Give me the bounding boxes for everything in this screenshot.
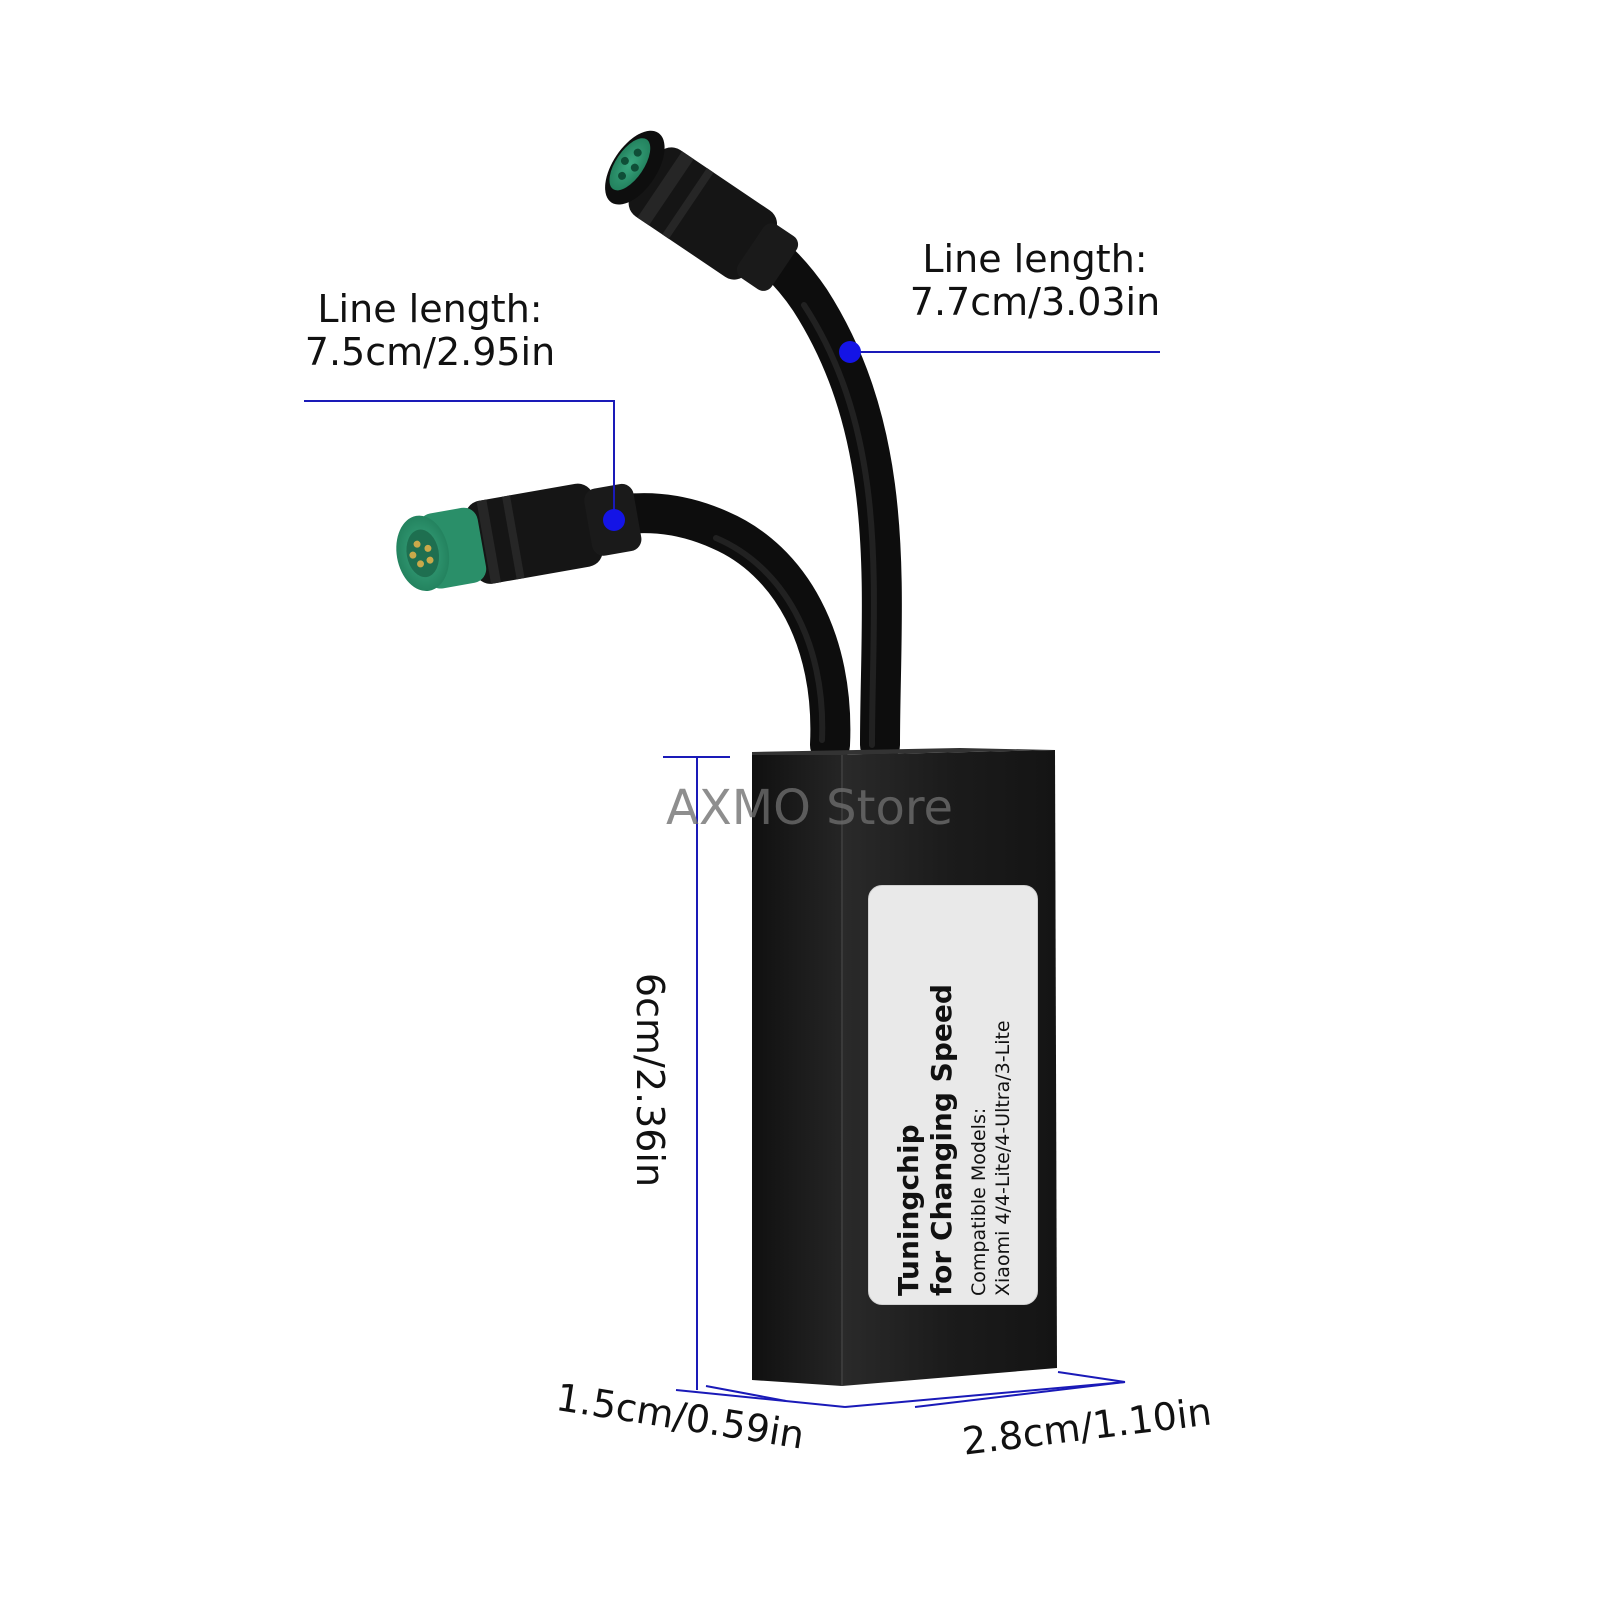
right-cable-length-title: Line length: bbox=[922, 237, 1148, 281]
female-connector-icon bbox=[605, 130, 799, 291]
store-watermark: AXMO Store bbox=[666, 780, 954, 836]
annotation-lines bbox=[304, 351, 1160, 1408]
chip-title-line1: Tuningchip bbox=[892, 1124, 926, 1296]
height-dimension-value: 6cm/2.36in bbox=[628, 972, 672, 1188]
right-cable-marker bbox=[839, 341, 861, 363]
right-cable bbox=[700, 195, 902, 765]
left-cable-length-title: Line length: bbox=[317, 287, 543, 331]
chip-sticker: Tuningchip for Changing Speed Compatible… bbox=[868, 885, 1038, 1305]
right-cable-length-label: Line length: 7.7cm/3.03in bbox=[885, 238, 1185, 323]
chip-compatible-heading: Compatible Models: bbox=[968, 1107, 991, 1296]
left-cable bbox=[570, 493, 851, 765]
left-cable-length-label: Line length: 7.5cm/2.95in bbox=[290, 288, 570, 373]
chip-compatible-models: Xiaomi 4/4-Lite/4-Ultra/3-Lite bbox=[992, 1020, 1015, 1296]
chip-title-line2: for Changing Speed bbox=[925, 984, 959, 1296]
left-cable-marker bbox=[603, 509, 625, 531]
male-connector-icon bbox=[396, 483, 642, 592]
left-cable-length-value: 7.5cm/2.95in bbox=[304, 329, 556, 374]
right-cable-length-value: 7.7cm/3.03in bbox=[909, 279, 1161, 324]
